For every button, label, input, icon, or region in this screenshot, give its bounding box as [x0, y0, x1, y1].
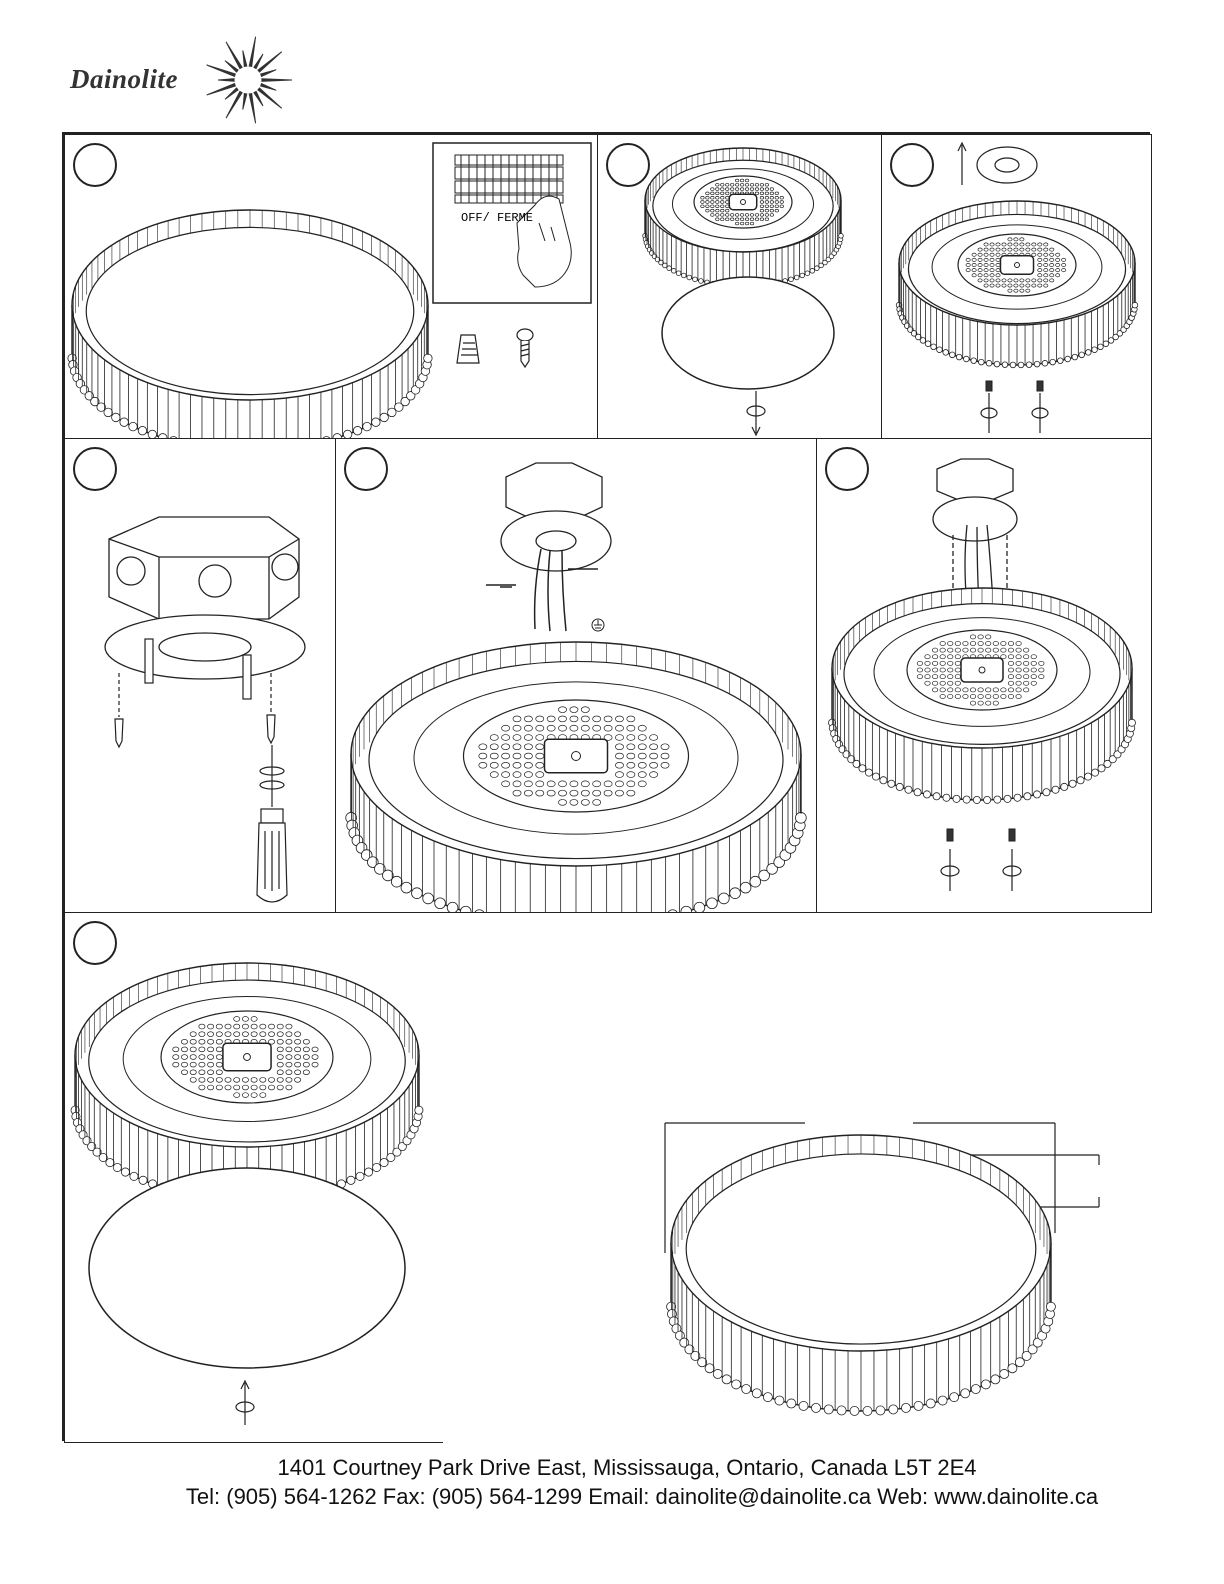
step-panel-6	[816, 438, 1152, 913]
ground-symbol-icon	[592, 619, 604, 631]
step-panel-7	[64, 912, 444, 1443]
brand-name: Dainolite	[70, 64, 178, 95]
footer-address: 1401 Courtney Park Drive East, Mississau…	[0, 1455, 1224, 1481]
wire-nut-icon	[457, 335, 479, 363]
instruction-sheet: OFF/ FERME	[62, 132, 1150, 1441]
rotate-arrow-icon	[981, 393, 1048, 433]
step-panel-2	[597, 134, 882, 439]
step-panel-4	[64, 438, 336, 913]
screw-icon	[517, 329, 533, 367]
rotate-arrow-icon	[236, 1381, 254, 1425]
fixture-drawing: OFF/ FERME	[65, 135, 599, 440]
brand-logo: Dainolite	[68, 30, 308, 130]
screwdriver-icon	[257, 745, 287, 902]
rotate-arrow-icon	[941, 849, 1021, 891]
step-panel-1: OFF/ FERME	[64, 134, 598, 439]
step-panel-3	[881, 134, 1152, 439]
dimension-panel	[443, 912, 1152, 1443]
breaker-off-label: OFF/ FERME	[461, 211, 533, 225]
footer-contact: Tel: (905) 564-1262 Fax: (905) 564-1299 …	[0, 1484, 1224, 1510]
step-panel-5	[335, 438, 817, 913]
rotate-arrow-icon	[747, 391, 765, 435]
sunburst-icon	[198, 30, 298, 130]
